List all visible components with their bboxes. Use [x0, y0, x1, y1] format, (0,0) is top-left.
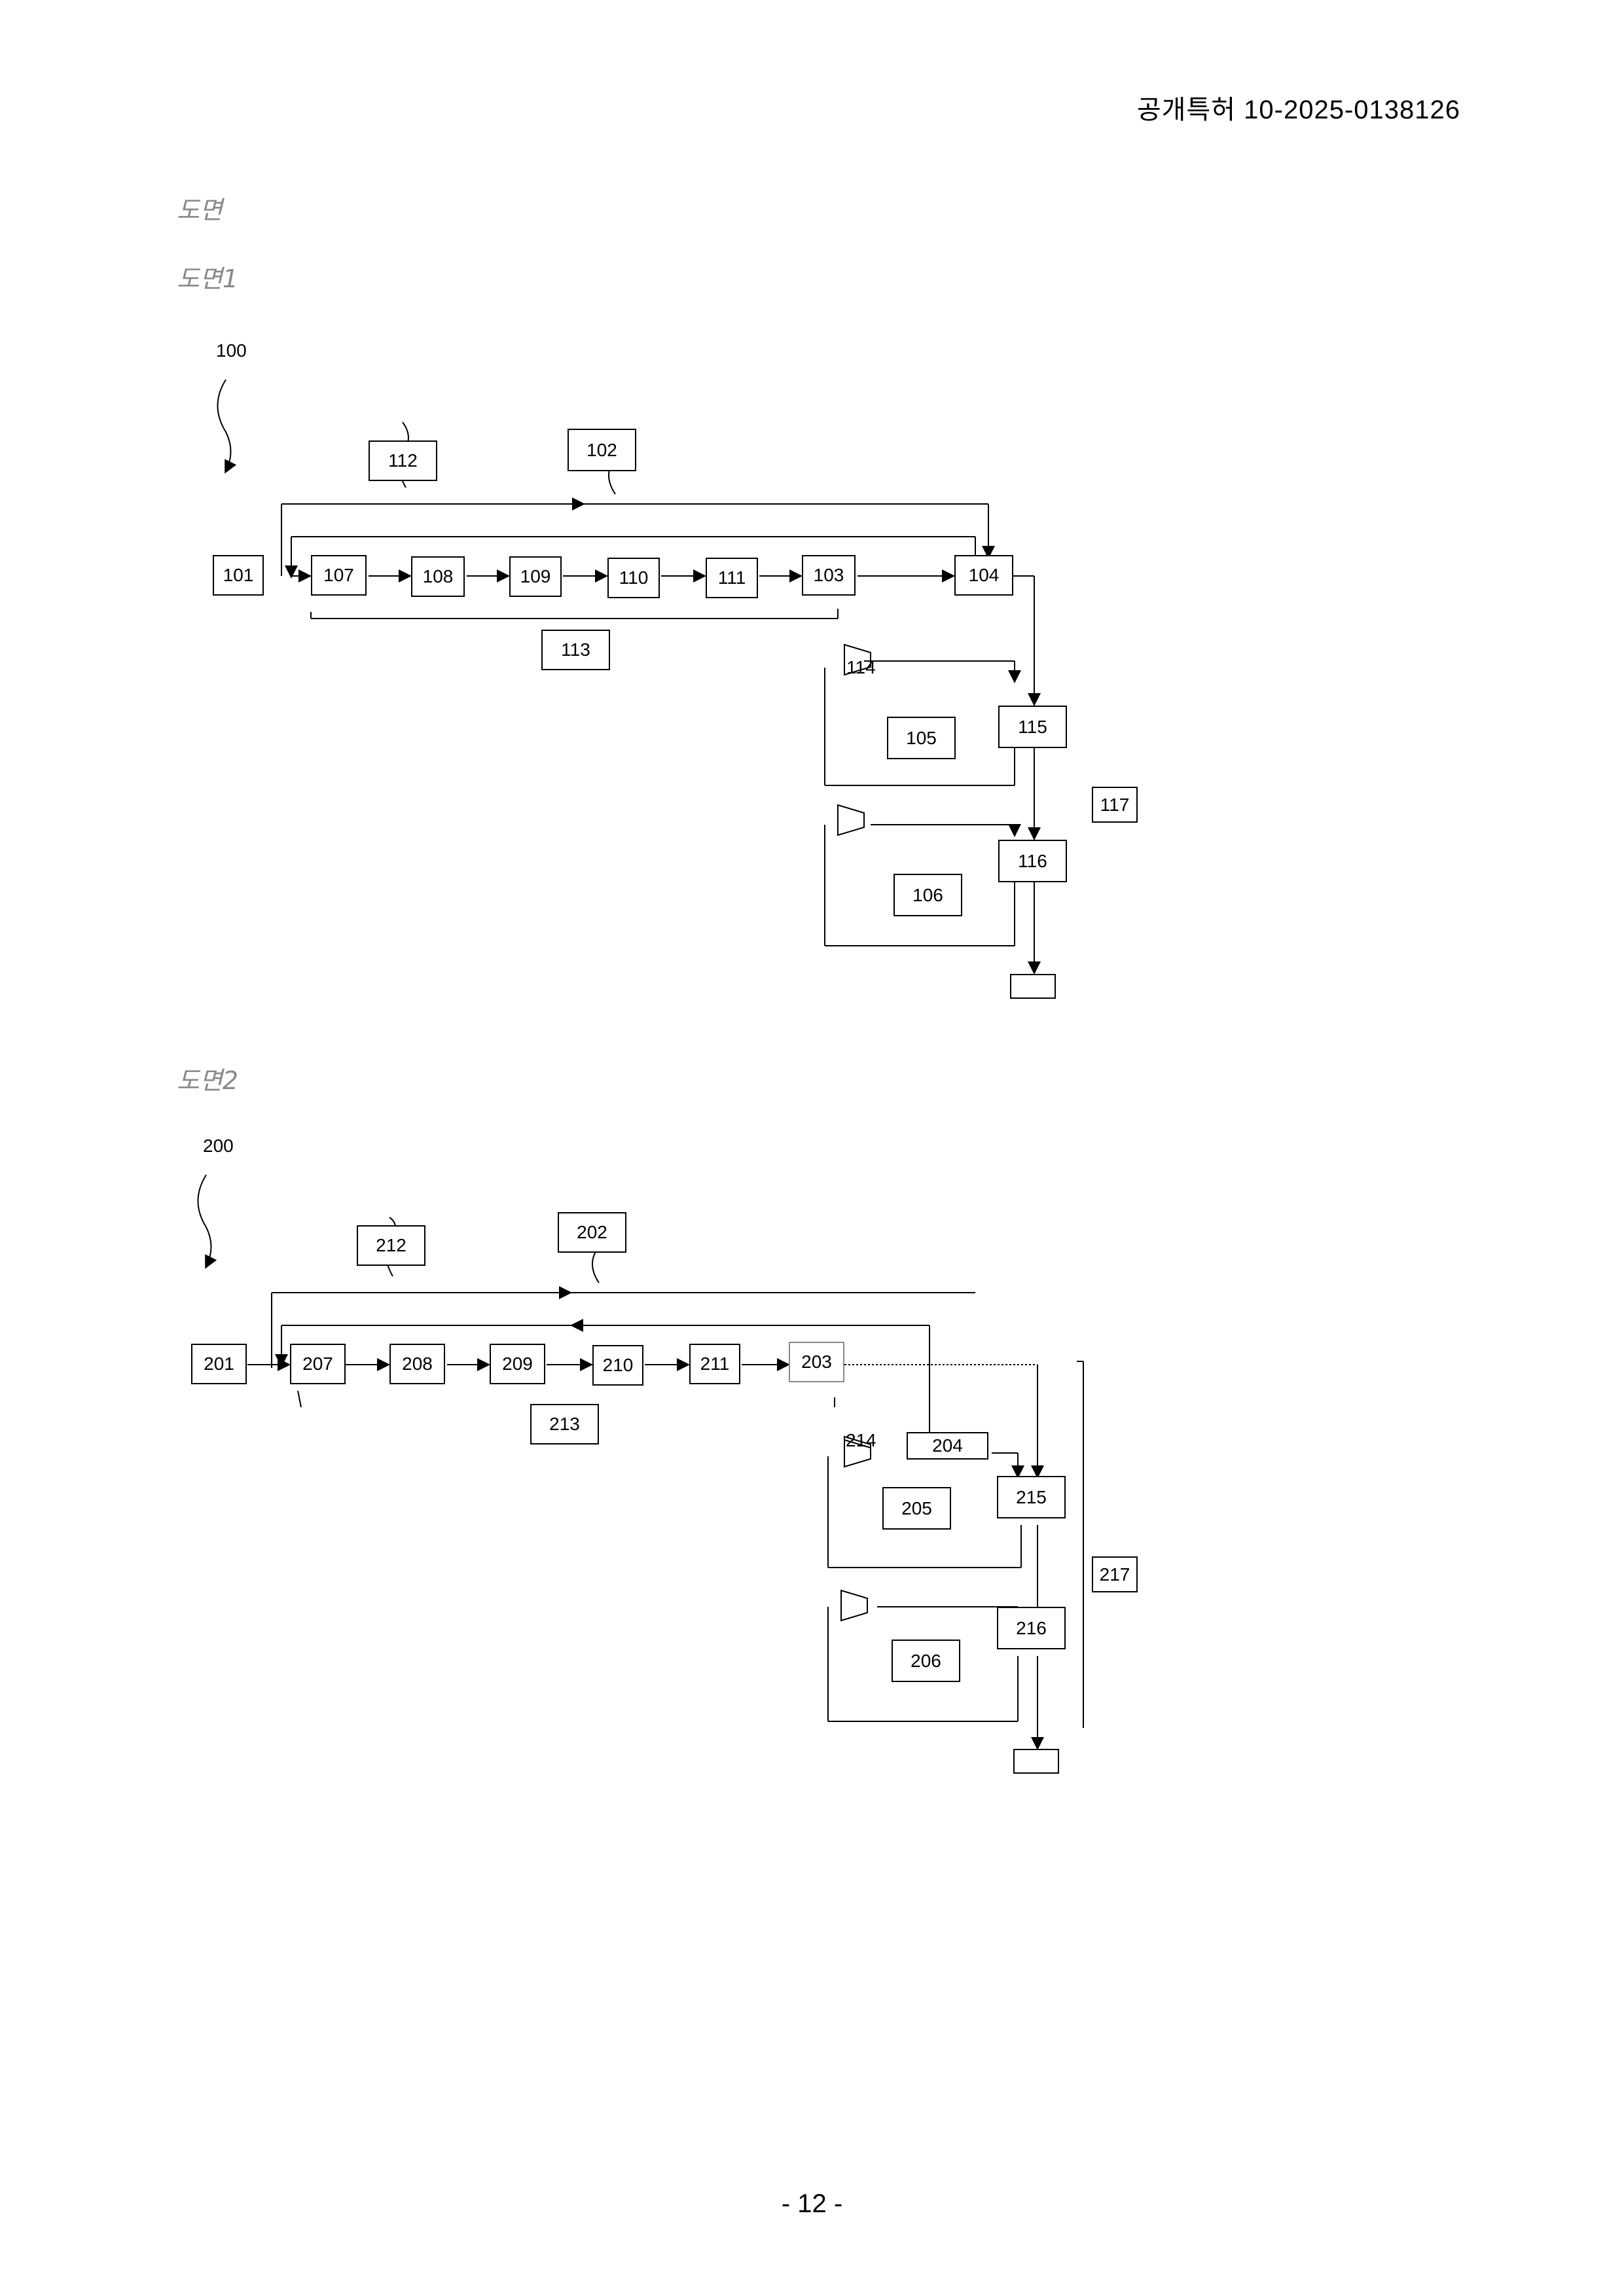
box-205: 205 [882, 1487, 951, 1530]
page-number: - 12 - [781, 2189, 843, 2218]
outlet-box-2 [1013, 1749, 1059, 1774]
box-105: 105 [887, 717, 956, 759]
figure-2-label: 도면2 [177, 1066, 239, 1095]
box-112: 112 [369, 440, 437, 481]
box-208: 208 [389, 1344, 445, 1384]
box-108: 108 [411, 556, 465, 597]
box-204: 204 [907, 1432, 988, 1460]
figure-1-label: 도면1 [177, 264, 239, 293]
box-217: 217 [1092, 1556, 1138, 1592]
box-102: 102 [568, 429, 636, 471]
pump-214-label: 214 [846, 1430, 876, 1450]
box-109: 109 [509, 556, 562, 597]
box-110: 110 [607, 558, 660, 598]
box-101: 101 [213, 555, 264, 596]
box-210: 210 [592, 1345, 643, 1386]
box-206: 206 [892, 1640, 960, 1682]
box-213: 213 [530, 1404, 599, 1444]
pump-114-label: 114 [846, 657, 876, 677]
box-203: 203 [789, 1342, 844, 1382]
box-115: 115 [998, 706, 1067, 748]
section-title: 도면 [177, 196, 223, 224]
box-107: 107 [311, 555, 367, 596]
box-209: 209 [490, 1344, 545, 1384]
publication-number: 공개특허 10-2025-0138126 [1136, 96, 1460, 124]
box-113: 113 [541, 630, 610, 670]
box-116: 116 [998, 840, 1067, 882]
box-215: 215 [997, 1476, 1066, 1518]
box-211: 211 [689, 1344, 740, 1384]
box-106: 106 [893, 874, 962, 916]
box-212: 212 [357, 1225, 425, 1266]
box-111: 111 [706, 558, 758, 598]
box-117: 117 [1092, 787, 1138, 823]
box-216: 216 [997, 1607, 1066, 1649]
box-201: 201 [191, 1344, 247, 1384]
outlet-box-1 [1010, 974, 1056, 999]
box-202: 202 [558, 1212, 626, 1253]
box-103: 103 [802, 555, 856, 596]
box-207: 207 [290, 1344, 346, 1384]
figure-2-ref: 200 [203, 1136, 234, 1156]
figure-1-ref: 100 [216, 340, 247, 361]
box-104: 104 [954, 555, 1013, 596]
